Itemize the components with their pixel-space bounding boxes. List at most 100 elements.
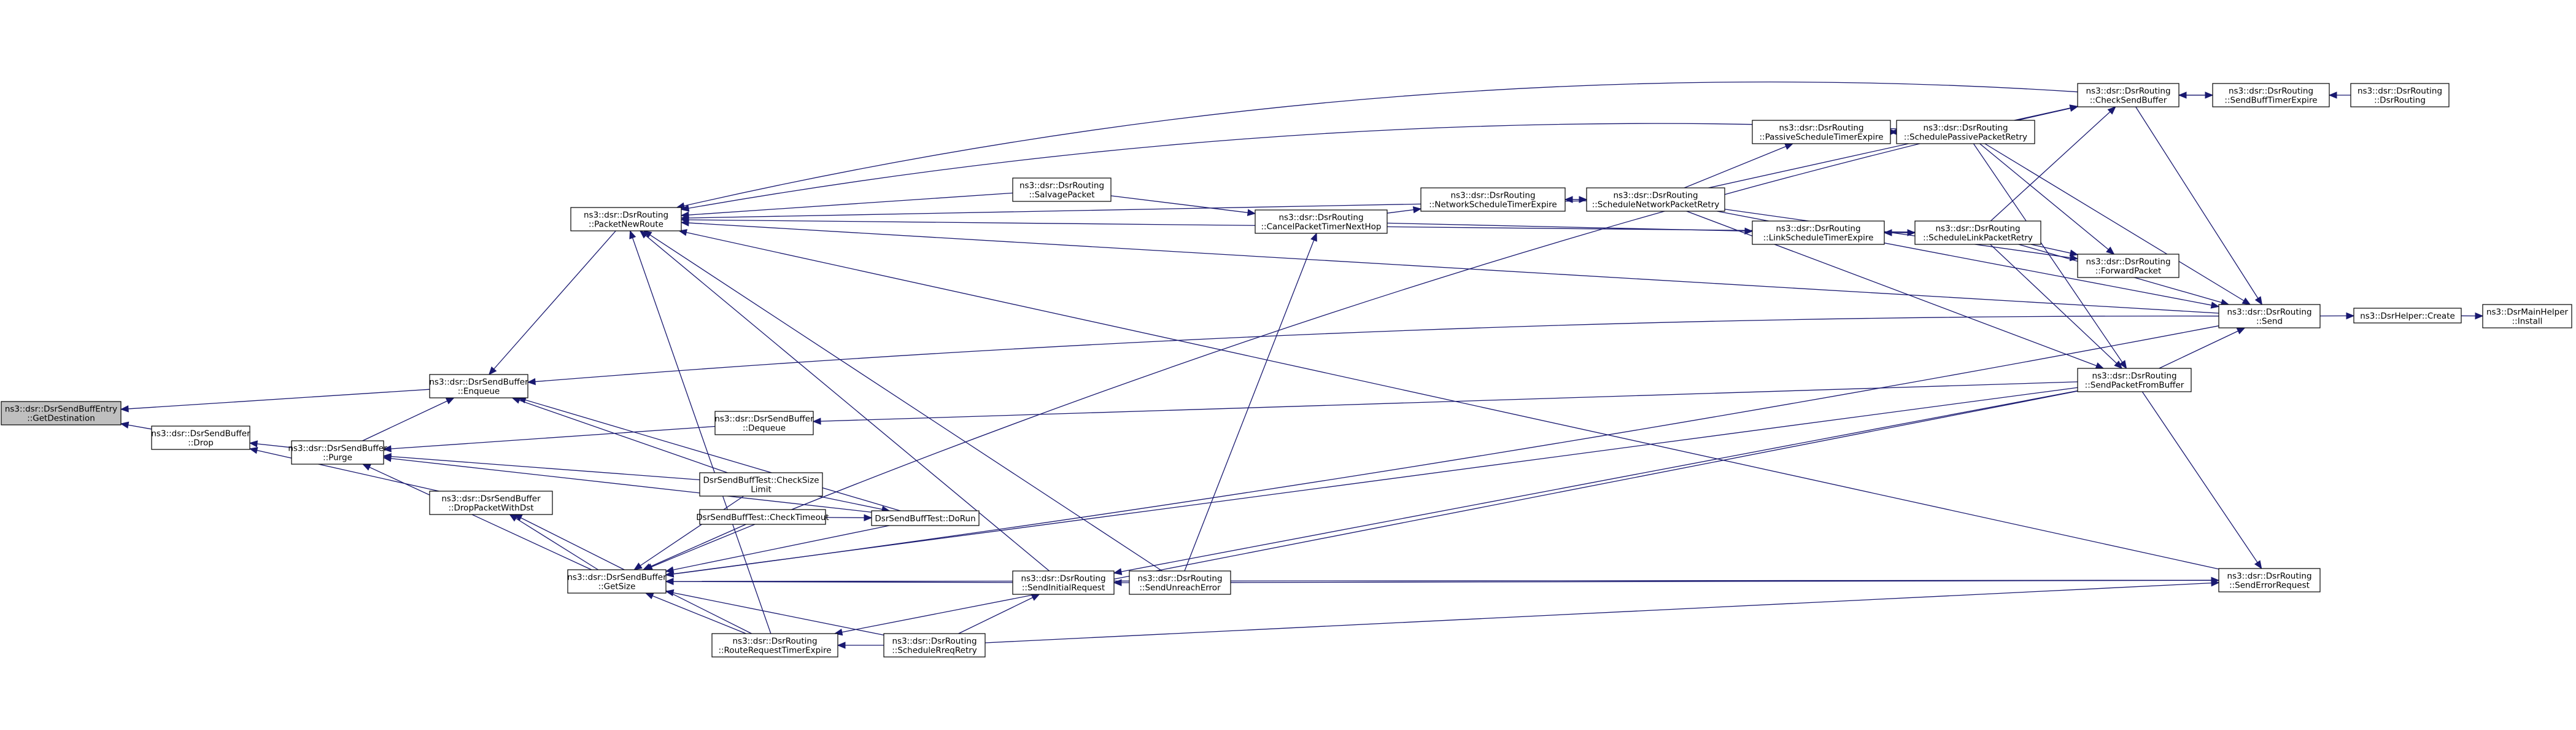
arrowhead-pnr-to-enqueue — [488, 366, 497, 375]
arrowhead-spfb-to-serr — [2254, 560, 2262, 570]
node-label-spfb-1: ::SendPacketFromBuffer — [2085, 381, 2184, 390]
node-purge[interactable]: ns3::dsr::DsrSendBuffer::Purge — [288, 440, 387, 465]
edge-dorun-to-getsize — [665, 525, 890, 572]
node-lste[interactable]: ns3::dsr::DsrRouting::LinkScheduleTimerE… — [1752, 220, 1885, 245]
node-sre[interactable]: ns3::dsr::DsrRouting::SendUnreachError — [1129, 570, 1231, 595]
node-box-purge — [291, 440, 384, 465]
edge-dequeue-to-purge — [383, 425, 716, 450]
node-dropdst[interactable]: ns3::dsr::DsrSendBuffer::DropPacketWithD… — [429, 491, 553, 515]
node-label-sre-1: ::SendUnreachError — [1139, 583, 1221, 593]
node-label-chksize-0: DsrSendBuffTest::CheckSize — [703, 476, 819, 486]
node-label-lste-1: ::LinkScheduleTimerExpire — [1763, 233, 1874, 243]
arrowhead-cptnh-to-lste — [1744, 227, 1754, 235]
node-snpr[interactable]: ns3::dsr::DsrRouting::ScheduleNetworkPac… — [1586, 187, 1725, 212]
node-salvage[interactable]: ns3::dsr::DsrRouting::SalvagePacket — [1012, 177, 1112, 202]
node-drop[interactable]: ns3::dsr::DsrSendBuffer::Drop — [151, 425, 250, 450]
arrowhead-spr-to-send — [2241, 297, 2251, 305]
edge-salvage-to-cptnh — [1110, 195, 1256, 214]
node-label-serr-1: ::SendErrorRequest — [2229, 581, 2310, 591]
edge-sre-to-pnr — [643, 230, 1162, 572]
node-label-srr-1: ::ScheduleRreqRetry — [892, 646, 977, 656]
edge-spfb-to-rrte — [834, 390, 2078, 634]
node-label-srr-0: ns3::dsr::DsrRouting — [892, 637, 977, 647]
edge-srr-to-getsize — [665, 591, 884, 636]
node-sbte[interactable]: ns3::dsr::DsrRouting::SendBuffTimerExpir… — [2212, 83, 2330, 107]
node-label-install-0: ns3::DsrMainHelper — [2486, 308, 2569, 317]
edge-cptnh-to-lste — [1387, 222, 1753, 232]
node-label-slpr-1: ::ScheduleLinkPacketRetry — [1923, 233, 2033, 243]
node-sir[interactable]: ns3::dsr::DsrRouting::SendInitialRequest — [1012, 570, 1115, 595]
arrowhead-chksize-to-purge — [382, 452, 392, 460]
node-ctor[interactable]: ns3::dsr::DsrRouting::DsrRouting — [2350, 83, 2450, 107]
node-label-spfb-0: ns3::dsr::DsrRouting — [2092, 371, 2176, 381]
node-label-send-0: ns3::dsr::DsrRouting — [2227, 308, 2311, 317]
edge-spfb-to-serr — [2141, 391, 2262, 569]
node-install[interactable]: ns3::DsrMainHelper::Install — [2482, 304, 2572, 328]
node-send[interactable]: ns3::dsr::DsrRouting::Send — [2218, 304, 2321, 328]
arrowhead-send-to-enqueue — [527, 378, 536, 386]
node-box-slpr — [1914, 220, 2041, 245]
edge-chksize-to-dorun — [818, 495, 890, 511]
node-getdest[interactable]: ns3::dsr::DsrSendBuffEntry::GetDestinati… — [1, 401, 122, 425]
node-box-fwd — [2077, 254, 2180, 278]
edge-spr-to-send — [1984, 143, 2251, 305]
node-getsize[interactable]: ns3::dsr::DsrSendBuffer::GetSize — [567, 569, 667, 594]
edge-spr-to-pnr — [681, 123, 1897, 210]
node-box-sre — [1129, 570, 1231, 595]
node-csb[interactable]: ns3::dsr::DsrRouting::CheckSendBuffer — [2077, 83, 2180, 107]
node-box-spr — [1896, 120, 2035, 144]
node-box-cptnh — [1255, 209, 1388, 234]
node-box-chksize — [699, 472, 823, 497]
node-create[interactable]: ns3::DsrHelper::Create — [2353, 308, 2462, 324]
node-slpr[interactable]: ns3::dsr::DsrRouting::ScheduleLinkPacket… — [1914, 220, 2041, 245]
arrowhead-purge-to-enqueue — [445, 397, 455, 405]
node-label-lste-0: ns3::dsr::DsrRouting — [1776, 224, 1860, 234]
node-label-ctor-0: ns3::dsr::DsrRouting — [2357, 87, 2442, 96]
edge-chksize-to-purge — [383, 456, 700, 481]
arrowhead-chksize-to-getsize — [633, 562, 643, 570]
node-label-sre-0: ns3::dsr::DsrRouting — [1137, 574, 1222, 584]
arrowhead-snpr-to-pste — [1784, 143, 1794, 150]
arrowhead-srr-to-serr — [2211, 579, 2220, 587]
edge-csb-to-send — [2135, 106, 2262, 305]
node-label-ctor-1: ::DsrRouting — [2374, 96, 2426, 106]
edge-slpr-to-csb — [1990, 106, 2116, 222]
edge-srr-to-sir — [958, 594, 1040, 634]
node-label-dequeue-1: ::Dequeue — [743, 424, 786, 433]
node-box-getdest — [1, 401, 122, 425]
arrowhead-spfb-to-sir — [1113, 568, 1123, 575]
arrowhead-rrte-to-getsize — [644, 592, 654, 600]
node-label-enqueue-1: ::Enqueue — [458, 387, 500, 397]
node-dequeue[interactable]: ns3::dsr::DsrSendBuffer::Dequeue — [714, 411, 814, 435]
edge-csb-to-pnr — [676, 81, 2078, 208]
node-fwd[interactable]: ns3::dsr::DsrRouting::ForwardPacket — [2077, 254, 2180, 278]
node-spfb[interactable]: ns3::dsr::DsrRouting::SendPacketFromBuff… — [2077, 368, 2192, 392]
node-label-getdest-1: ::GetDestination — [27, 414, 95, 424]
arrowhead-csb-to-sbte — [2205, 91, 2214, 99]
node-label-csb-0: ns3::dsr::DsrRouting — [2086, 87, 2170, 96]
node-box-dropdst — [429, 491, 553, 515]
node-box-srr — [883, 633, 986, 658]
arrowhead-create-to-install — [2475, 312, 2484, 320]
node-chktimeout[interactable]: DsrSendBuffTest::CheckTimeout — [696, 509, 829, 525]
node-nste[interactable]: ns3::dsr::DsrRouting::NetworkScheduleTim… — [1420, 187, 1566, 212]
node-rrte[interactable]: ns3::dsr::DsrRouting::RouteRequestTimerE… — [711, 633, 838, 658]
node-box-getsize — [567, 569, 667, 594]
node-serr[interactable]: ns3::dsr::DsrRouting::SendErrorRequest — [2218, 568, 2321, 592]
node-dorun[interactable]: DsrSendBuffTest::DoRun — [871, 510, 980, 526]
node-cptnh[interactable]: ns3::dsr::DsrRouting::CancelPacketTimerN… — [1255, 209, 1388, 234]
node-enqueue[interactable]: ns3::dsr::DsrSendBuffer::Enqueue — [429, 374, 528, 398]
edge-spr-to-spfb — [1973, 143, 2127, 369]
node-label-chktimeout-0: DsrSendBuffTest::CheckTimeout — [696, 513, 829, 522]
node-label-getdest-0: ns3::dsr::DsrSendBuffEntry — [5, 405, 117, 414]
node-label-dequeue-0: ns3::dsr::DsrSendBuffer — [714, 414, 814, 424]
node-spr[interactable]: ns3::dsr::DsrRouting::SchedulePassivePac… — [1896, 120, 2035, 144]
node-pnr[interactable]: ns3::dsr::DsrRouting::PacketNewRoute — [570, 207, 682, 231]
node-pste[interactable]: ns3::dsr::DsrRouting::PassiveScheduleTim… — [1752, 120, 1891, 144]
node-srr[interactable]: ns3::dsr::DsrRouting::ScheduleRreqRetry — [883, 633, 986, 658]
node-label-nste-0: ns3::dsr::DsrRouting — [1450, 191, 1535, 201]
node-label-purge-0: ns3::dsr::DsrSendBuffer — [288, 444, 387, 454]
node-label-csb-1: ::CheckSendBuffer — [2090, 96, 2167, 106]
call-edges — [120, 81, 2484, 649]
